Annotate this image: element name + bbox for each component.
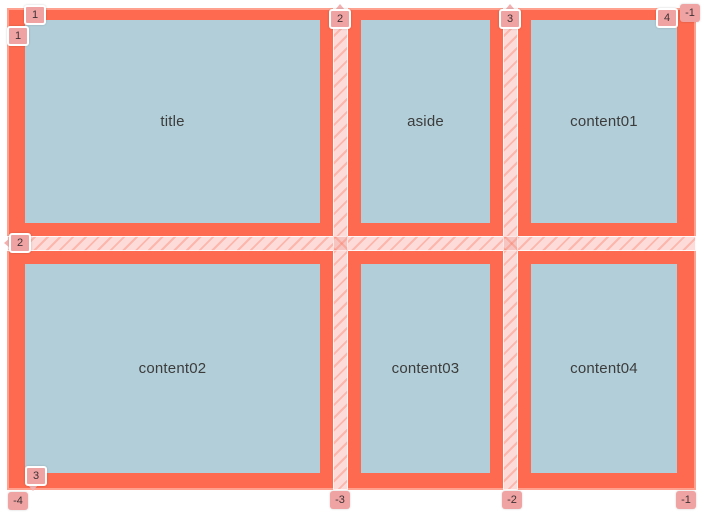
line-badge-column-3: 3 (499, 9, 521, 29)
line-badge-column-neg4: -4 (8, 492, 28, 510)
grid-cell-label: aside (407, 113, 444, 130)
line-badge-row-2: 2 (9, 233, 31, 253)
line-badge-column-2: 2 (329, 9, 351, 29)
grid-cell-content03: content03 (361, 264, 490, 473)
gap-crossing-2 (503, 236, 518, 251)
line-badge-column-4: 4 (656, 8, 678, 28)
badge-pointer-up (505, 4, 515, 10)
grid-cell-content01: content01 (531, 20, 677, 223)
line-badge-column-neg3: -3 (330, 491, 350, 509)
grid-cell-label: content03 (391, 360, 460, 377)
line-badge-column-neg2: -2 (502, 491, 522, 509)
grid-cell-label: content02 (138, 360, 207, 377)
grid-cell-aside: aside (361, 20, 490, 223)
grid-cell-label: title (160, 113, 185, 130)
line-badge-row-3: 3 (25, 466, 47, 486)
grid-cell-label: content04 (570, 360, 638, 377)
line-badge-column-1: 1 (24, 5, 46, 25)
badge-pointer-down (28, 485, 38, 491)
row-gap-strip (7, 236, 696, 251)
line-badge-column-neg1-top: -1 (680, 4, 700, 22)
line-badge-column-neg1-bottom: -1 (676, 491, 696, 509)
grid-cell-title: title (25, 20, 320, 223)
badge-pointer-up (335, 4, 345, 10)
grid-cell-label: content01 (570, 113, 638, 130)
grid-cell-content02: content02 (25, 264, 320, 473)
grid-cell-content04: content04 (531, 264, 677, 473)
line-badge-row-1: 1 (7, 26, 29, 46)
badge-pointer-left (4, 238, 10, 248)
gap-crossing-1 (333, 236, 348, 251)
